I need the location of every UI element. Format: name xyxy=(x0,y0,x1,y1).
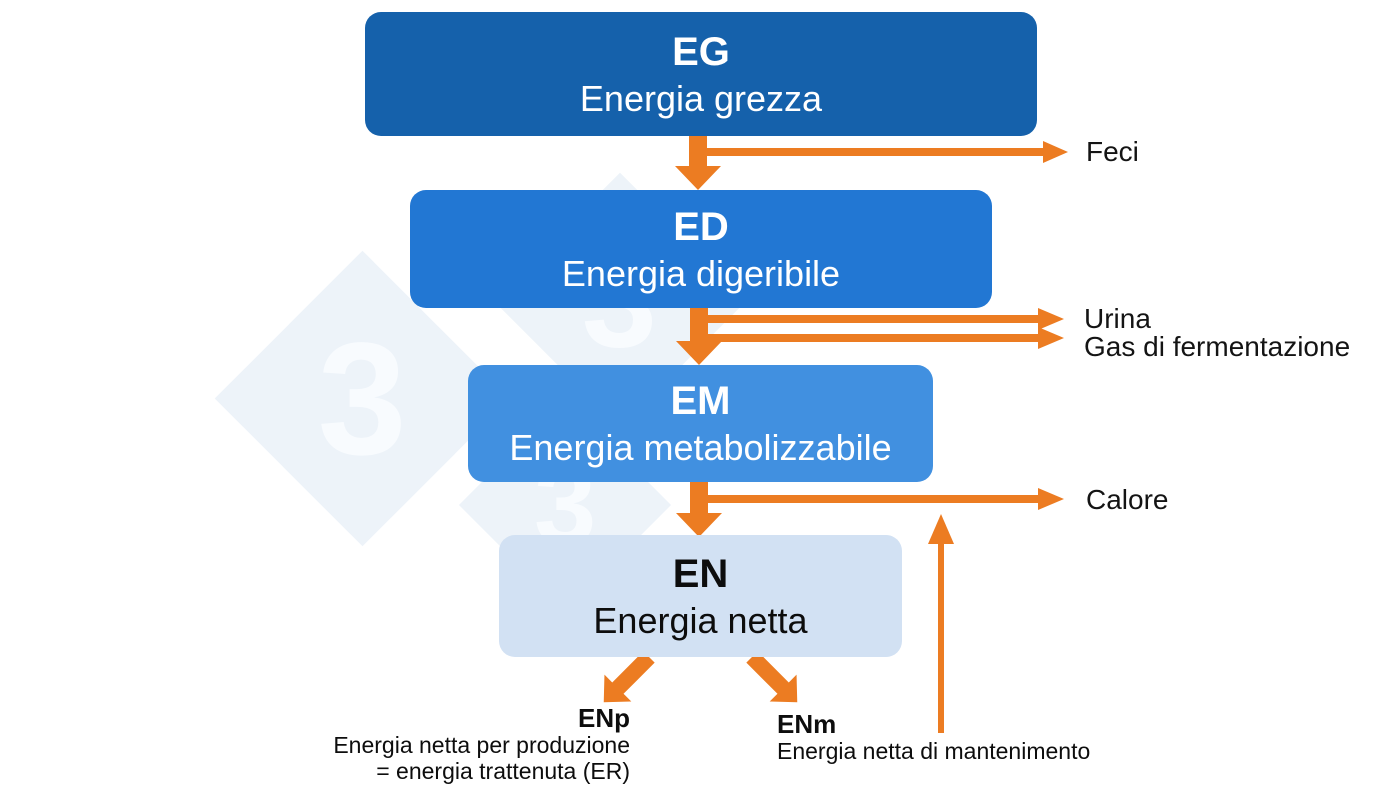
gas-branch-arrow xyxy=(708,327,1064,349)
box-energia-netta: EN Energia netta xyxy=(499,535,902,657)
enm-to-calore-return-arrow xyxy=(928,514,954,733)
ed-to-em-arrow xyxy=(676,307,722,365)
box-label: Energia grezza xyxy=(579,77,823,119)
loss-label-urina: Urina xyxy=(1084,303,1151,334)
output-enm-abbr: ENm xyxy=(777,709,837,739)
output-enp: ENp Energia netta per produzione = energ… xyxy=(230,704,630,784)
box-abbr: EN xyxy=(672,551,729,596)
urina-branch-arrow xyxy=(708,308,1064,330)
em-to-en-arrow xyxy=(676,481,722,537)
output-enm-line1: Energia netta di mantenimento xyxy=(777,738,1091,764)
output-enp-abbr: ENp xyxy=(578,703,630,733)
loss-label-gas-di-fermentazione: Gas di fermentazione xyxy=(1084,331,1351,362)
loss-label-calore: Calore xyxy=(1086,484,1169,515)
en-to-enm-arrow xyxy=(746,651,798,703)
box-abbr: ED xyxy=(673,204,729,249)
feci-branch-arrow xyxy=(707,141,1068,163)
output-enp-line1: Energia netta per produzione xyxy=(333,732,630,758)
loss-label-feci: Feci xyxy=(1086,136,1139,167)
box-label: Energia digeribile xyxy=(561,252,841,294)
eg-to-ed-arrow xyxy=(675,135,721,190)
box-abbr: EM xyxy=(670,379,731,423)
output-enm: ENm Energia netta di mantenimento xyxy=(777,710,1090,764)
output-enp-line2: = energia trattenuta (ER) xyxy=(376,758,630,784)
en-to-enp-arrow xyxy=(603,651,655,703)
box-energia-grezza: EG Energia grezza xyxy=(365,12,1037,136)
box-label: Energia netta xyxy=(593,599,808,641)
calore-branch-arrow xyxy=(708,488,1064,510)
box-label: Energia metabolizzabile xyxy=(509,427,892,468)
box-energia-metabolizzabile: EM Energia metabolizzabile xyxy=(468,365,933,482)
box-energia-digeribile: ED Energia digeribile xyxy=(410,190,992,308)
box-abbr: EG xyxy=(672,29,730,74)
